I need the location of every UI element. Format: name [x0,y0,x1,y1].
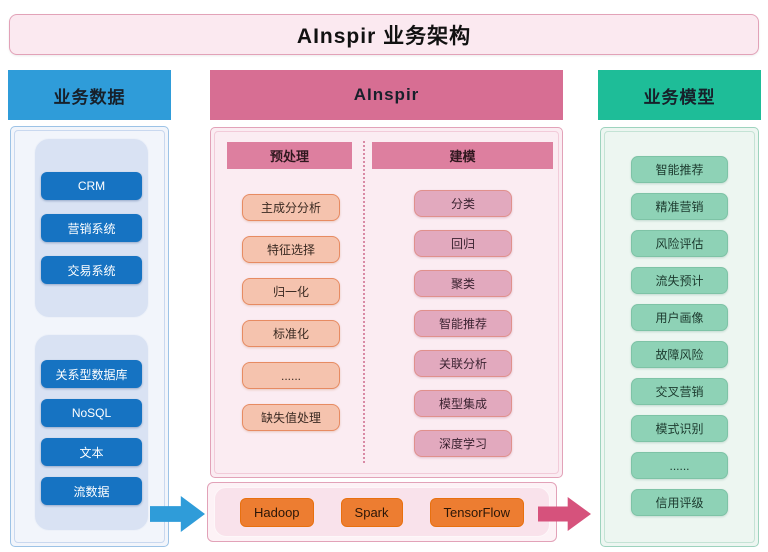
data-storage-node: NoSQL [41,399,142,427]
modeling-section-header: 建模 [372,142,553,169]
data-storage-node: 关系型数据库 [41,360,142,388]
modeling-node: 聚类 [414,270,512,297]
data-source-node: 交易系统 [41,256,142,284]
modeling-node: 模型集成 [414,390,512,417]
modeling-node-list: 分类 回归 聚类 智能推荐 关联分析 模型集成 深度学习 [414,190,512,457]
modeling-node: 关联分析 [414,350,512,377]
business-data-panel-inner: CRM 营销系统 交易系统 关系型数据库 NoSQL 文本 流数据 [14,130,165,543]
preprocessing-node: 特征选择 [242,236,340,263]
business-model-node: 交叉营销 [631,378,728,405]
ainspir-platform-panel: 预处理 建模 主成分分析 特征选择 归一化 标准化 ...... 缺失值处理 分… [210,127,563,478]
data-storage-group: 关系型数据库 NoSQL 文本 流数据 [34,334,149,531]
preprocessing-node: 主成分分析 [242,194,340,221]
framework-node: Hadoop [240,497,314,527]
preprocessing-section-header: 预处理 [227,142,352,169]
data-sources-group: CRM 营销系统 交易系统 [34,138,149,318]
framework-node: Spark [340,497,403,527]
ainspir-platform-panel-inner: 预处理 建模 主成分分析 特征选择 归一化 标准化 ...... 缺失值处理 分… [214,131,559,474]
framework-node: TensorFlow [429,497,524,527]
business-models-panel-inner: 智能推荐 精准营销 风险评估 流失预计 用户画像 故障风险 交叉营销 模式识别 … [604,131,755,543]
modeling-node: 回归 [414,230,512,257]
business-model-node: 流失预计 [631,267,728,294]
preprocessing-node: 标准化 [242,320,340,347]
frameworks-panel-inner: Hadoop Spark TensorFlow [214,487,550,537]
data-source-node: CRM [41,172,142,200]
business-model-node: 用户画像 [631,304,728,331]
business-model-node: 精准营销 [631,193,728,220]
preprocessing-node: 归一化 [242,278,340,305]
data-storage-node: 文本 [41,438,142,466]
column-header-ainspir: AInspir [210,70,563,120]
column-header-business-data: 业务数据 [8,70,171,120]
business-models-panel: 智能推荐 精准营销 风险评估 流失预计 用户画像 故障风险 交叉营销 模式识别 … [600,127,759,547]
business-model-node-ellipsis: ...... [631,452,728,479]
modeling-node: 智能推荐 [414,310,512,337]
modeling-node: 深度学习 [414,430,512,457]
business-model-node: 故障风险 [631,341,728,368]
business-model-node: 智能推荐 [631,156,728,183]
preprocessing-node: 缺失值处理 [242,404,340,431]
data-source-node: 营销系统 [41,214,142,242]
business-data-panel: CRM 营销系统 交易系统 关系型数据库 NoSQL 文本 流数据 [10,126,169,547]
diagram-title: AInspir 业务架构 [9,14,759,55]
preprocessing-node-list: 主成分分析 特征选择 归一化 标准化 ...... 缺失值处理 [242,194,340,431]
preprocessing-node-ellipsis: ...... [242,362,340,389]
column-header-business-models: 业务模型 [598,70,761,120]
business-model-node: 模式识别 [631,415,728,442]
frameworks-panel: Hadoop Spark TensorFlow [207,482,557,542]
modeling-node: 分类 [414,190,512,217]
section-divider [363,141,365,463]
business-model-node: 风险评估 [631,230,728,257]
business-model-node: 信用评级 [631,489,728,516]
data-storage-node: 流数据 [41,477,142,505]
